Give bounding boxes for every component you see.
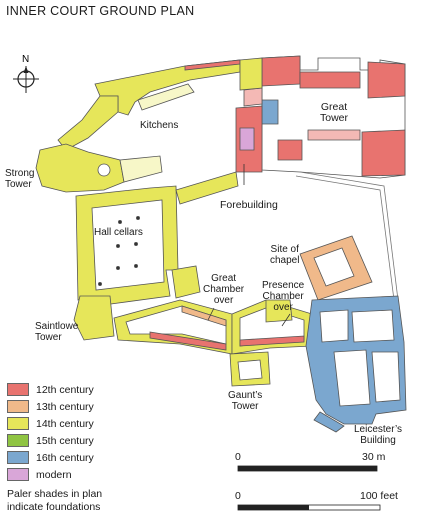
- great-tower: [261, 55, 406, 179]
- scale-bar-metric: [237, 465, 378, 472]
- label-leicesters-building-line1: Leicester’s: [354, 424, 402, 435]
- label-gaunts-tower-line1: Gaunt’s: [228, 390, 263, 401]
- label-saintlowe-tower-line1: Saintlowe: [35, 321, 79, 332]
- legend-item: 16th century: [7, 449, 167, 466]
- label-great-tower: Great Tower: [320, 102, 348, 124]
- forebuilding: [235, 57, 263, 173]
- legend-swatch: [7, 400, 29, 413]
- saintlowe-tower: [73, 265, 201, 341]
- outer-curtain-wall: [295, 171, 399, 301]
- label-gaunts-tower-line2: Tower: [231, 401, 259, 412]
- label-leicesters-building-line2: Building: [360, 435, 396, 446]
- label-presence-chamber-line2: Chamber: [262, 291, 304, 302]
- legend-label: 13th century: [36, 400, 94, 413]
- site-of-chapel: [299, 235, 373, 301]
- scale-metric-end: 30 m: [362, 451, 386, 463]
- label-kitchens: Kitchens: [140, 120, 179, 131]
- label-great-chamber: Great Chamber over: [203, 273, 244, 306]
- south-range: [113, 299, 313, 355]
- label-presence-chamber-line3: over: [273, 302, 293, 313]
- label-strong-tower-line2: Tower: [5, 179, 32, 190]
- label-hall-cellars: Hall cellars: [94, 227, 143, 238]
- label-saintlowe-tower-line2: Tower: [35, 332, 62, 343]
- strong-tower: [35, 143, 163, 193]
- label-strong-tower-line1: Strong: [5, 168, 35, 179]
- label-presence-chamber: Presence Chamber over: [262, 280, 304, 313]
- label-leicesters-building: Leicester’s Building: [354, 424, 402, 446]
- label-pointers: [207, 164, 291, 327]
- label-saintlowe-tower: Saintlowe Tower: [35, 321, 78, 343]
- legend-swatch: [7, 451, 29, 464]
- label-great-tower-line2: Tower: [320, 112, 349, 124]
- great-hall: [75, 171, 239, 307]
- label-great-chamber-line1: Great: [211, 273, 237, 284]
- north-arrow-icon: [13, 66, 39, 93]
- legend-swatch: [7, 468, 29, 481]
- scale-imperial-start: 0: [235, 490, 241, 502]
- legend-label: 14th century: [36, 417, 94, 430]
- legend-swatch: [7, 417, 29, 430]
- legend-swatch: [7, 383, 29, 396]
- kitchens-range: [57, 59, 241, 151]
- legend-item: 13th century: [7, 398, 167, 415]
- label-great-chamber-line3: over: [213, 295, 234, 306]
- legend-label: 16th century: [36, 451, 94, 464]
- legend-item: 15th century: [7, 432, 167, 449]
- legend-item: 12th century: [7, 381, 167, 398]
- leicesters-building: [305, 295, 407, 433]
- scale-metric-start: 0: [235, 451, 241, 463]
- legend-item: 14th century: [7, 415, 167, 432]
- gaunts-tower: [229, 351, 271, 387]
- scale-imperial-end: 100 feet: [360, 490, 398, 502]
- legend-item: modern: [7, 466, 167, 483]
- label-gaunts-tower: Gaunt’s Tower: [228, 390, 262, 412]
- legend-label: 12th century: [36, 383, 94, 396]
- legend-swatch: [7, 434, 29, 447]
- label-site-of-chapel-line2: chapel: [270, 255, 300, 266]
- legend-note: Paler shades in plan indicate foundation…: [7, 488, 102, 514]
- label-strong-tower: Strong Tower: [5, 168, 34, 190]
- legend-label: modern: [36, 468, 72, 481]
- label-great-tower-line1: Great: [320, 101, 348, 113]
- label-great-chamber-line2: Chamber: [203, 284, 245, 295]
- label-presence-chamber-line1: Presence: [262, 280, 305, 291]
- label-site-of-chapel: Site of chapel: [270, 244, 299, 266]
- label-site-of-chapel-line1: Site of: [270, 244, 299, 255]
- north-label: N: [22, 54, 29, 65]
- label-forebuilding: Forebuilding: [220, 199, 278, 211]
- legend-note-line1: Paler shades in plan: [7, 488, 103, 500]
- legend-label: 15th century: [36, 434, 94, 447]
- scale-bar-imperial: [237, 504, 381, 511]
- legend: 12th century 13th century 14th century 1…: [7, 381, 167, 483]
- plan-title: INNER COURT GROUND PLAN: [6, 4, 195, 18]
- legend-note-line2: indicate foundations: [7, 501, 101, 513]
